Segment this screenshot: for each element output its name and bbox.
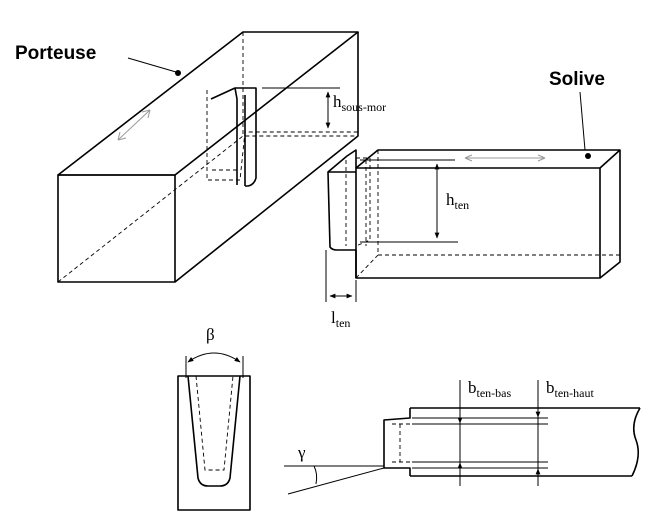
porteuse-label: Porteuse [15,43,96,64]
svg-text:hsous-mor: hsous-mor [333,92,386,114]
h-sous-mor-dimension: hsous-mor [262,87,386,129]
svg-text:bten-bas: bten-bas [468,378,511,400]
main-beam-porteuse [57,31,359,283]
mortise-section-view: β [177,325,251,511]
solive-leader-line [579,91,586,151]
svg-text:hten: hten [446,190,469,212]
l-ten-dimension: lten [325,250,357,330]
h-ten-dimension: hten [360,159,469,243]
solive-leader-dot [585,153,591,159]
svg-text:lten: lten [331,308,350,330]
grain-arrow-icon [117,109,151,141]
porteuse-leader-dot [175,70,181,76]
solive-label: Solive [549,69,605,90]
gamma-angle-label: γ [297,443,306,462]
joist-solive [327,149,621,279]
porteuse-leader-line [127,57,177,73]
beta-angle-label: β [206,325,215,344]
svg-text:bten-haut: bten-haut [546,378,594,400]
tenon-side-view: γ bten-bas bten-haut [284,378,641,495]
